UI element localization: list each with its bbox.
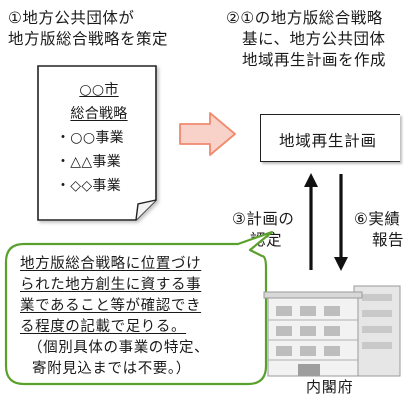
step6-caption: ⑥実績 報告 — [354, 209, 404, 251]
document-item-3: ・◇◇事業 — [56, 178, 122, 194]
step1-caption: ①地方公共団体が 地方版総合戦略を策定 — [8, 8, 168, 50]
document-item-2: ・△△事業 — [56, 154, 122, 170]
callout-line-2: られた地方創生に資する事 — [20, 277, 202, 293]
arrow-down-icon — [334, 174, 348, 271]
step6-line-1: ⑥実績 — [354, 210, 401, 228]
callout-line-5: （個別具体の事業の特定、 — [28, 340, 210, 356]
step2-line-2: 基に、地方公共団体 — [242, 30, 386, 48]
document-title-line-1: ○○市 — [79, 82, 119, 98]
step1-line-2: 地方版総合戦略を策定 — [8, 30, 169, 48]
document-folded-corner-icon — [37, 65, 157, 221]
block-arrow-right-icon — [179, 112, 236, 156]
callout-line-6: 寄附見込までは不要。） — [32, 361, 191, 377]
step2-caption: ②①の地方版総合戦略 基に、地方公共団体 地域再生計画を作成 — [226, 8, 400, 71]
step2-line-3: 地域再生計画を作成 — [242, 51, 387, 69]
step1-line-1: ①地方公共団体が — [8, 9, 135, 27]
regional-plan-box: 地域再生計画 — [260, 114, 400, 162]
document-content: ○○市 総合戦略 ・○○事業 ・△△事業 ・◇◇事業 — [52, 78, 146, 198]
building-label: 内閣府 — [306, 378, 354, 396]
callout-line-3: 業であること等が確認でき — [20, 298, 202, 314]
step3-line-1: ③計画の — [232, 210, 295, 228]
regional-plan-label: 地域再生計画 — [279, 132, 377, 150]
document-item-1: ・○○事業 — [56, 130, 124, 146]
document-title-line-2: 総合戦略 — [70, 106, 128, 122]
step6-line-2: 報告 — [372, 231, 404, 249]
callout-line-1: 地方版総合戦略に位置づけ — [20, 256, 202, 272]
government-building-icon — [263, 285, 401, 377]
step2-line-1: ②①の地方版総合戦略 — [226, 9, 383, 27]
callout-bubble — [4, 230, 274, 386]
callout-text: 地方版総合戦略に位置づけ られた地方創生に資する事 業であること等が確認でき る… — [20, 254, 209, 380]
arrow-up-icon — [304, 173, 318, 270]
callout-line-4: る程度の記載で足りる。 — [20, 319, 187, 335]
